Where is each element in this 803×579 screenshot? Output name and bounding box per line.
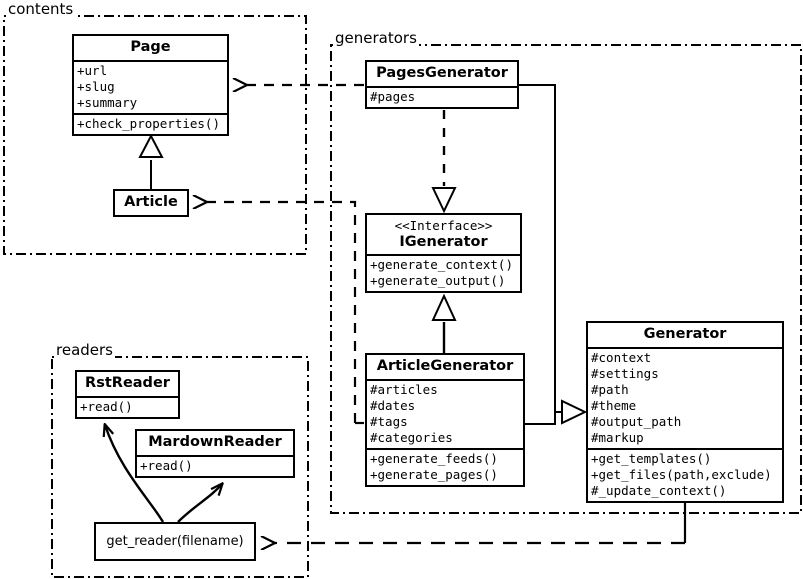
class-methods-rst-reader: +read()	[77, 395, 178, 417]
relationship-generator-uses-get_reader	[275, 501, 687, 543]
class-box-mardown-reader[interactable]: MardownReader +read()	[135, 429, 295, 478]
class-name-rst-reader: RstReader	[85, 375, 170, 391]
class-attributes-page: +url +slug +summary	[74, 59, 227, 113]
attribute-item: #settings	[591, 365, 659, 381]
class-attributes-article-generator: #articles #dates #tags #categories	[367, 378, 523, 448]
class-attributes-pages-generator: #pages	[367, 85, 517, 107]
class-name-generator: Generator	[643, 326, 727, 342]
attribute-item: #output_path	[591, 413, 682, 429]
package-label-contents: contents	[6, 0, 76, 18]
class-name-page: Page	[130, 39, 171, 55]
method-item: +generate_feeds()	[370, 450, 498, 466]
class-box-pages-generator[interactable]: PagesGenerator #pages	[365, 60, 519, 109]
class-name-article-generator: ArticleGenerator	[376, 358, 514, 374]
attribute-item: #context	[591, 349, 652, 365]
function-node-get-reader[interactable]: get_reader(filename)	[94, 522, 256, 561]
relationship-articlegenerator-inherits-igenerator	[431, 293, 457, 353]
method-item: #_update_context()	[591, 482, 727, 498]
method-item: +read()	[140, 457, 193, 473]
relationship-articlegenerator-uses-article	[207, 202, 364, 425]
class-methods-page: +check_properties()	[74, 112, 227, 134]
class-box-generator[interactable]: Generator #context #settings #path #them…	[586, 321, 784, 503]
relationship-get_reader-creates-mardownreader	[177, 484, 222, 523]
method-item: +get_templates()	[591, 450, 712, 466]
attribute-item: #theme	[591, 397, 637, 413]
class-box-rst-reader[interactable]: RstReader +read()	[75, 370, 180, 419]
attribute-item: +url	[77, 62, 108, 78]
attribute-item: +slug	[77, 78, 115, 94]
class-box-article-generator[interactable]: ArticleGenerator #articles #dates #tags …	[365, 353, 525, 487]
attribute-item: #markup	[591, 429, 644, 445]
relationship-article-inherits-page	[138, 133, 164, 189]
class-name-article: Article	[124, 194, 178, 210]
package-label-generators: generators	[333, 29, 419, 47]
method-item: +generate_output()	[370, 273, 506, 289]
class-name-igenerator: <<Interface>> IGenerator	[367, 215, 520, 254]
class-stereotype-igenerator: <<Interface>>	[394, 218, 493, 233]
class-methods-generator: +get_templates() +get_files(path,exclude…	[588, 447, 782, 501]
class-box-article[interactable]: Article	[113, 189, 189, 217]
attribute-item: #articles	[370, 381, 438, 397]
attribute-item: +summary	[77, 94, 138, 110]
method-item: +generate_pages()	[370, 466, 498, 482]
attribute-item: #categories	[370, 429, 453, 445]
class-methods-article-generator: +generate_feeds() +generate_pages()	[367, 447, 523, 485]
method-item: +read()	[80, 398, 133, 414]
class-box-page[interactable]: Page +url +slug +summary +check_properti…	[72, 34, 229, 136]
class-name-text: IGenerator	[399, 233, 488, 250]
method-item: +get_files(path,exclude)	[591, 466, 772, 482]
relationship-pagesgenerator-realizes-igenerator	[431, 110, 457, 214]
attribute-item: #pages	[370, 88, 416, 104]
attribute-item: #path	[591, 381, 629, 397]
class-name-pages-generator: PagesGenerator	[376, 65, 508, 81]
attribute-item: #tags	[370, 413, 408, 429]
class-methods-mardown-reader: +read()	[137, 454, 293, 476]
attribute-item: #dates	[370, 397, 416, 413]
class-box-igenerator[interactable]: <<Interface>> IGenerator +generate_conte…	[365, 213, 522, 294]
class-name-mardown-reader: MardownReader	[148, 434, 282, 450]
function-node-label: get_reader(filename)	[106, 534, 244, 549]
class-methods-igenerator: +generate_context() +generate_output()	[367, 254, 520, 291]
package-label-readers: readers	[54, 341, 115, 359]
relationship-articlegenerator-inherits-generator	[525, 399, 588, 425]
method-item: +check_properties()	[77, 115, 220, 131]
method-item: +generate_context()	[370, 257, 513, 273]
class-attributes-generator: #context #settings #path #theme #output_…	[588, 346, 782, 448]
